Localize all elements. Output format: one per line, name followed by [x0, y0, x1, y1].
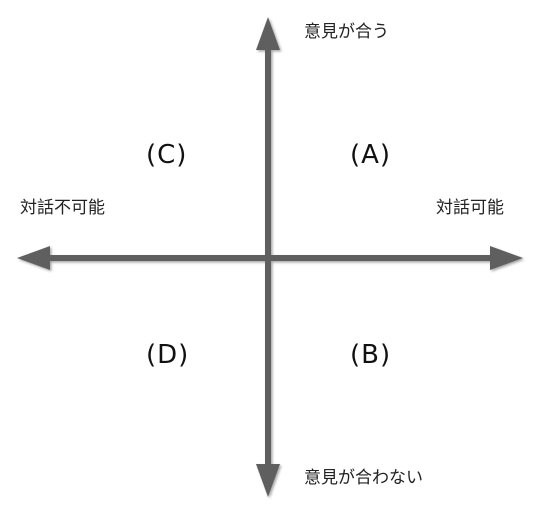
bottom-axis-label: 意見が合わない [304, 468, 423, 488]
right-axis-label: 対話可能 [436, 198, 504, 218]
quadrant-b-label: (B) [350, 340, 392, 370]
left-axis-label: 対話不可能 [20, 198, 105, 218]
arrow-left-icon [17, 246, 50, 270]
quadrant-a-label: (A) [350, 140, 392, 170]
quadrant-c-label: (C) [146, 140, 188, 170]
arrow-right-icon [490, 246, 523, 270]
arrow-up-icon [256, 17, 280, 50]
quadrant-d-label: (D) [146, 340, 190, 370]
top-axis-label: 意見が合う [304, 22, 389, 42]
arrow-down-icon [256, 464, 280, 497]
